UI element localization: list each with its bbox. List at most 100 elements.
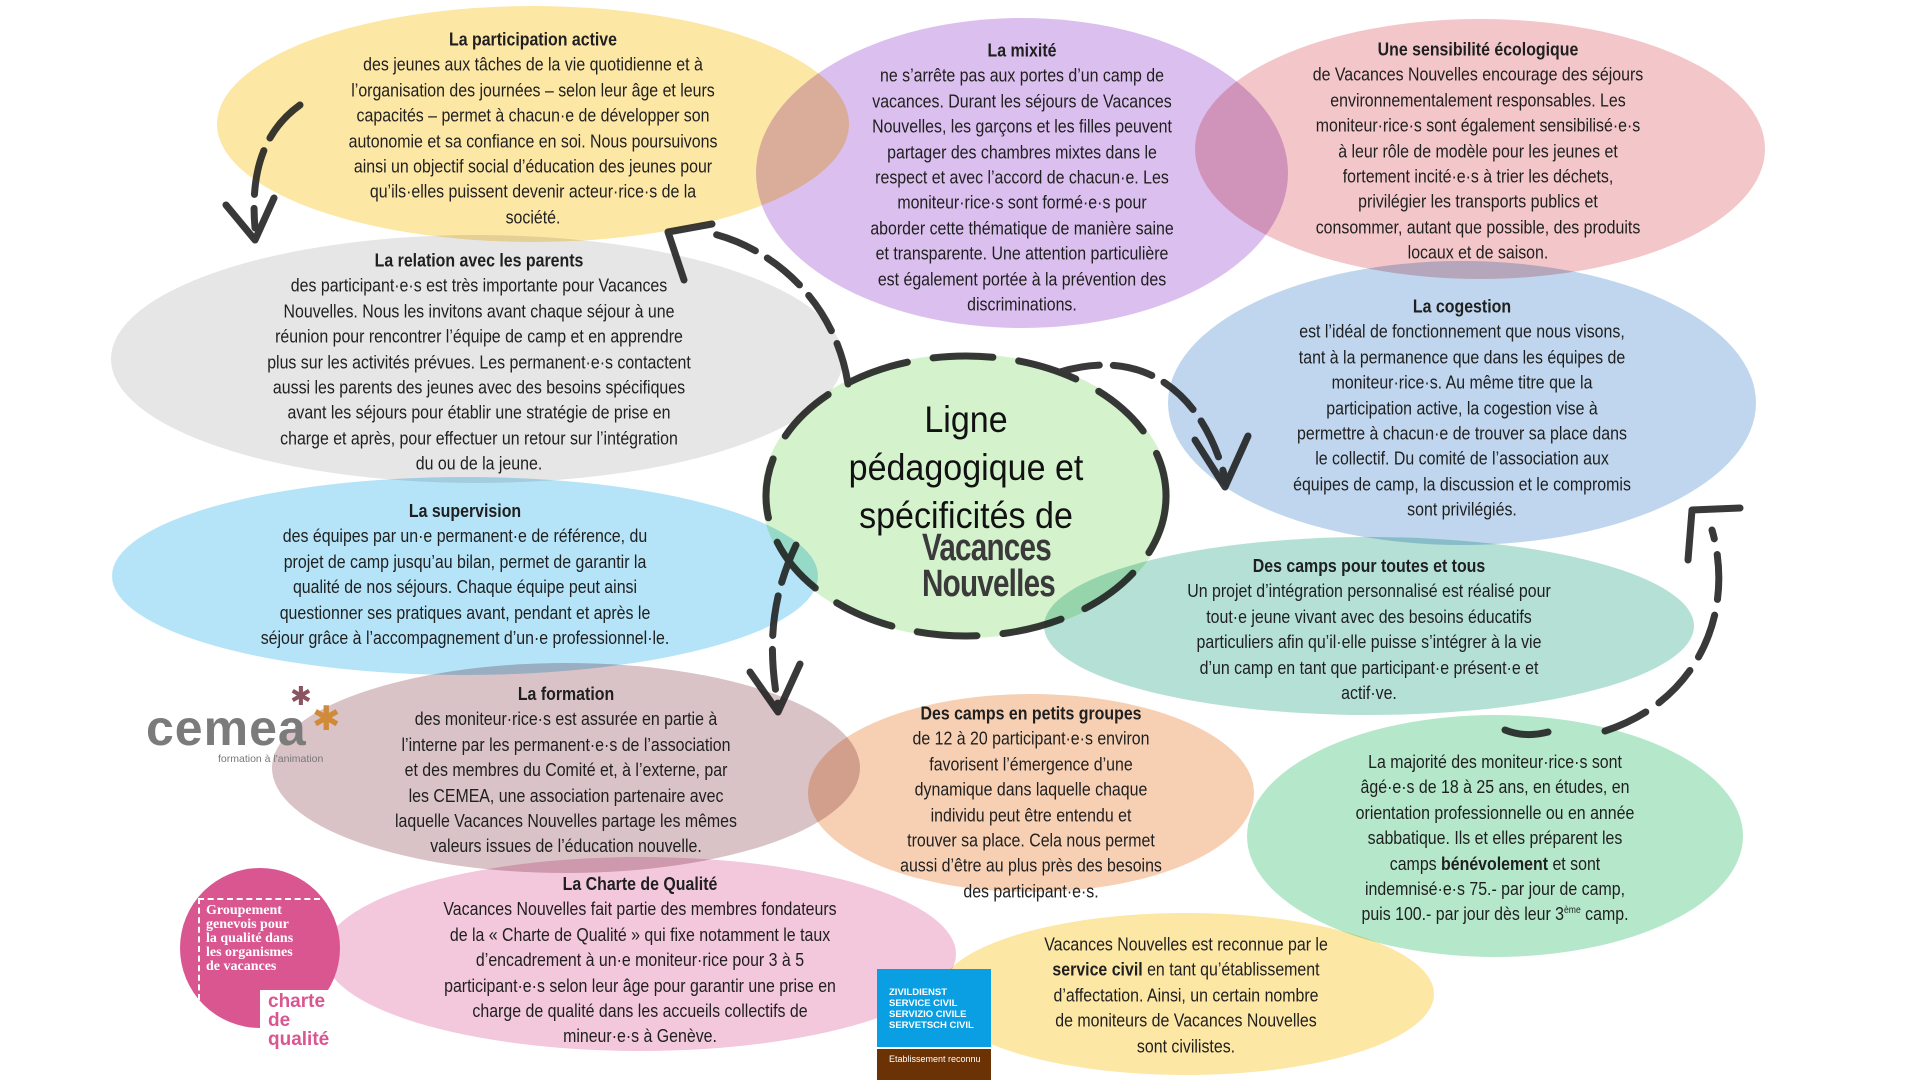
text-segment: puis 100.- par jour dès leur 3 — [1361, 903, 1565, 925]
bubble-line: indemnisé·e·s 75.- par jour de camp, — [1365, 878, 1625, 900]
bubble-line: questionner ses pratiques avant, pendant… — [279, 601, 651, 623]
bubble-line: l’organisation des journées – selon leur… — [351, 79, 715, 101]
bubble-line: de moniteurs de Vacances Nouvelles — [1055, 1009, 1317, 1031]
text-segment: et sont — [1548, 852, 1601, 874]
badge-line: SERVICE CIVIL — [889, 998, 958, 1009]
bubble-line: société. — [505, 206, 561, 228]
bold-text: service civil — [1052, 958, 1143, 980]
bubble-line: du ou de la jeune. — [415, 452, 543, 474]
bold-text: bénévolement — [1441, 852, 1549, 874]
bubble-line: Vacances Nouvelles fait partie des membr… — [443, 898, 837, 920]
centre-title-line: pédagogique et — [848, 447, 1084, 488]
bubble-line: ne s’arrête pas aux portes d’un camp de — [880, 64, 1164, 86]
bubble-title: Des camps pour toutes et tous — [1252, 554, 1486, 576]
text-segment: en tant qu’établissement — [1142, 958, 1320, 980]
bubble-line: dynamique dans laquelle chaque — [914, 778, 1148, 800]
bubble-line: discriminations. — [967, 293, 1077, 315]
bubble-line: permettre à chacun·e de trouver sa place… — [1297, 422, 1627, 444]
dashed-frame — [198, 898, 320, 1000]
bubble-line: aussi d’être au plus près des besoins — [900, 854, 1162, 876]
bubble-line: des jeunes aux tâches de la vie quotidie… — [363, 53, 703, 75]
centre-title: Ligne pédagogique et spécificités de — [849, 396, 1084, 540]
bubble-line: est également portée à la prévention des — [877, 267, 1167, 289]
bubble-line: participation active, la cogestion vise … — [1326, 397, 1598, 419]
bubble-line: l’interne par les permanent·e·s de l’ass… — [401, 733, 731, 755]
bubble-line: fortement incité·e·s à trier les déchets… — [1342, 165, 1614, 187]
bubble-line: qu’ils·elles puissent devenir acteur·ric… — [369, 180, 697, 202]
centre-title-line: Ligne — [924, 399, 1008, 440]
bubble-petits-groupes — [808, 694, 1254, 892]
logo-line: Vacances — [922, 527, 1052, 569]
bubble-title: La formation — [517, 683, 615, 705]
bubble-line: moniteur·rice·s sont formé·e·s pour — [897, 191, 1147, 213]
bubble-moniteurs — [1247, 715, 1743, 957]
text-segment: camp. — [1580, 903, 1629, 925]
bubble-line: d’affectation. Ainsi, un certain nombre — [1053, 984, 1319, 1006]
text-segment: ème — [1564, 905, 1581, 917]
bubble-line: plus sur les activités prévues. Les perm… — [267, 351, 691, 373]
badge-line: SERVIZIO CIVILE — [889, 1009, 967, 1020]
cemea-wordmark: cemea — [146, 700, 307, 756]
bubble-title: La Charte de Qualité — [562, 873, 718, 895]
bubble-line: des participant·e·s. — [963, 880, 1099, 902]
badge-status: Etablissement reconnu — [877, 1049, 991, 1080]
bubble-line: participant·e·s selon leur âge pour gara… — [444, 974, 836, 996]
bubble-line: réunion pour rencontrer l’équipe de camp… — [275, 325, 683, 347]
bubble-line: trouver sa place. Cela nous permet — [907, 829, 1155, 851]
bubble-line: des moniteur·rice·s est assurée en parti… — [414, 708, 718, 730]
bubble-line: orientation professionnelle ou en année — [1355, 801, 1635, 823]
bubble-line: tout·e jeune vivant avec des besoins édu… — [1206, 605, 1532, 627]
bubble-line: autonomie et sa confiance en soi. Nous p… — [348, 130, 718, 151]
bubble-line: respect et avec l’accord de chacun·e. Le… — [875, 166, 1169, 188]
bubble-line: capacités – permet à chacun·e de dévelop… — [356, 104, 710, 126]
bubble-line: et des membres du Comité et, à l’externe… — [404, 759, 728, 781]
bubble-line: projet de camp jusqu’au bilan, permet de… — [283, 550, 647, 572]
bubble-line: de Vacances Nouvelles encourage des séjo… — [1312, 64, 1644, 86]
bubble-line: moniteur·rice·s sont également sensibili… — [1315, 114, 1641, 136]
bubble-line: de la « Charte de Qualité » qui fixe not… — [449, 923, 831, 945]
bubble-line: les CEMEA, une association partenaire av… — [408, 784, 724, 806]
bubble-title: La relation avec les parents — [374, 249, 584, 271]
bubble-charte — [324, 857, 956, 1051]
bubble-title: Une sensibilité écologique — [1377, 38, 1579, 60]
bubble-service-civil — [938, 913, 1434, 1075]
bubble-text-eco: Une sensibilité écologique de Vacances No… — [1313, 37, 1643, 266]
bubble-line: Nouvelles, les garçons et les filles peu… — [872, 115, 1172, 137]
bubble-line: privilégier les transports publics et — [1358, 191, 1598, 213]
bubble-line: La majorité des moniteur·rice·s sont — [1368, 751, 1622, 773]
cemea-logo: ✱ ✱ cemea formation à l'animation — [146, 681, 346, 766]
bubble-line: aussi les parents des jeunes avec des be… — [272, 376, 686, 398]
service-civil-badge: ZIVILDIENST SERVICE CIVIL SERVIZIO CIVIL… — [877, 969, 991, 1080]
bubble-supervision — [112, 477, 818, 675]
bubble-line: ainsi un objectif social d’éducation des… — [353, 155, 713, 177]
bubble-line: charge et après, pour effectuer un retou… — [280, 427, 678, 449]
badge-line: ZIVILDIENST — [889, 987, 948, 998]
bubble-line: locaux et de saison. — [1407, 241, 1549, 263]
charte-qualite-logo: Groupement genevois pour la qualité dans… — [180, 868, 340, 1049]
bubble-participation — [217, 6, 849, 242]
bubble-text-participation: La participation active des jeunes aux tâ… — [349, 26, 718, 229]
vacances-nouvelles-logo: Vacances Nouvelles — [922, 527, 1056, 603]
bubble-line: laquelle Vacances Nouvelles partage les … — [395, 810, 737, 832]
person-icon: ✱ — [290, 681, 312, 711]
bubble-text-formation: La formation des moniteur·rice·s est assu… — [395, 681, 737, 859]
bubble-title: La participation active — [449, 28, 617, 50]
bubble-line: aborder cette thématique de manière sain… — [870, 217, 1174, 239]
bubble-line: puis 100.- par jour dès leur 3ème camp. — [1356, 902, 1635, 927]
bubble-line: moniteur·rice·s. Au même titre que la — [1331, 371, 1593, 393]
bubble-line: à leur rôle de modèle pour les jeunes et — [1338, 140, 1618, 162]
service-civil-names: ZIVILDIENST SERVICE CIVIL SERVIZIO CIVIL… — [877, 969, 991, 1047]
bubble-line: sont privilégiés. — [1407, 498, 1517, 520]
bubble-line: partager des chambres mixtes dans le — [887, 140, 1157, 162]
badge-line: SERVETSCH CIVIL — [889, 1020, 974, 1031]
bubble-line: camps bénévolement et sont — [1356, 851, 1635, 876]
bubble-line: et transparente. Une attention particuli… — [875, 242, 1169, 264]
arrowhead-parents — [222, 194, 278, 244]
bubble-line: individu peut être entendu et — [930, 804, 1132, 825]
bubble-line: des équipes par un·e permanent·e de réfé… — [282, 525, 648, 547]
